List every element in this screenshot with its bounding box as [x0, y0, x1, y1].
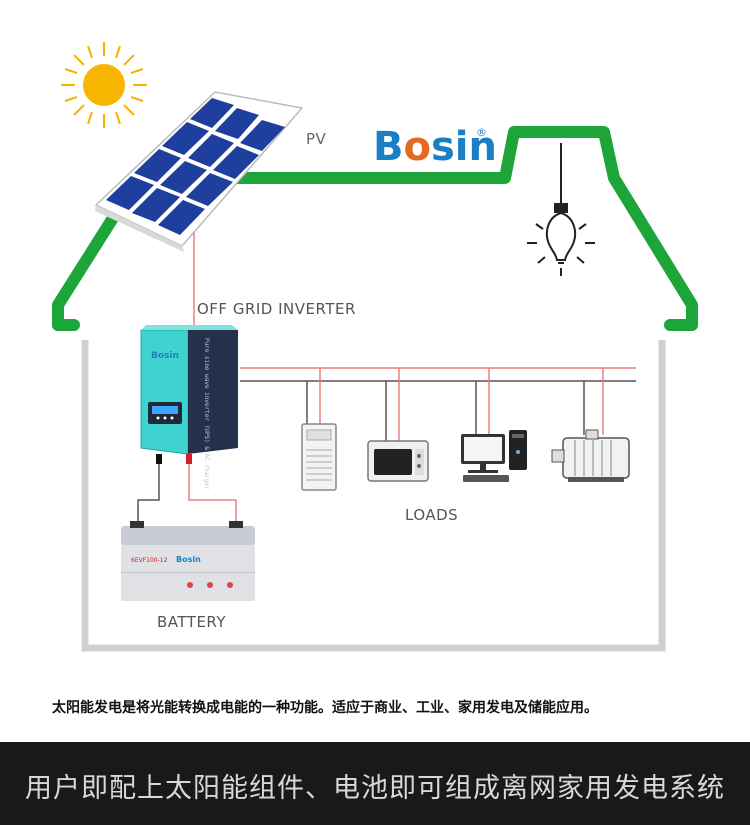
inverter-label: OFF GRID INVERTER — [197, 300, 356, 318]
off-grid-inverter — [140, 325, 238, 464]
sun-icon — [61, 42, 147, 128]
ac-bus — [240, 367, 636, 442]
roof — [52, 126, 698, 331]
motor-icon — [551, 429, 630, 482]
battery-cable-positive — [188, 464, 237, 530]
battery-model-label: 6EVF100-12 — [131, 557, 168, 564]
brand-logo: Bosin — [373, 124, 497, 170]
logo-letter-o: o — [403, 124, 431, 170]
inverter-panel-text: Pure sine wave inverter (UPS) & AC charg… — [203, 338, 210, 490]
light-bulb-icon — [527, 143, 595, 276]
house-outline — [81, 340, 666, 652]
battery-label: BATTERY — [157, 613, 227, 631]
battery-brand-label: Bosin — [176, 555, 201, 564]
battery — [121, 521, 255, 601]
footer-bar — [0, 742, 750, 825]
footer-text: 用户即配上太阳能组件、电池即可组成离网家用发电系统 — [25, 773, 725, 804]
loads-label: LOADS — [405, 506, 459, 524]
air-conditioner-icon — [301, 423, 337, 491]
logo-letter-b: B — [373, 124, 404, 170]
battery-cable-negative — [137, 464, 160, 530]
pv-label: PV — [306, 130, 327, 148]
logo-suffix: sin — [430, 124, 497, 170]
solar-panel — [94, 91, 304, 252]
description-text: 太阳能发电是将光能转换成电能的一种功能。适应于商业、工业、家用发电及储能应用。 — [52, 700, 598, 716]
computer-icon — [461, 430, 527, 482]
microwave-icon — [367, 440, 429, 482]
inverter-brand-label: Bosin — [151, 351, 179, 361]
registered-mark: ® — [476, 126, 487, 139]
background — [0, 0, 750, 742]
